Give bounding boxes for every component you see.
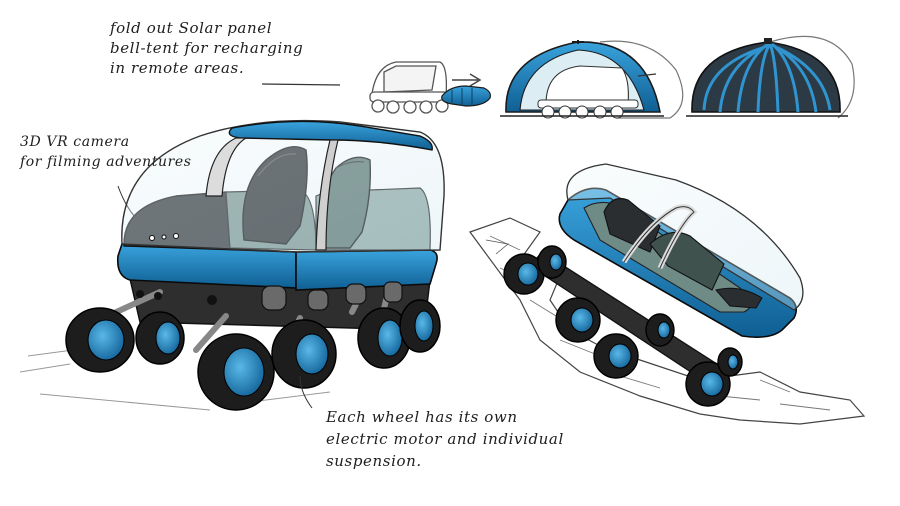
solar-note-line-2: bell-tent for recharging: [110, 39, 304, 57]
wheel-note-line-2: electric motor and individual: [326, 430, 564, 448]
folded-panel-capsule: [441, 85, 491, 107]
solar-note-line-3: in remote areas.: [110, 59, 245, 77]
transform-arrow: [452, 73, 482, 87]
main-rover: [19, 119, 445, 411]
wheel-note-line-1: Each wheel has its own: [326, 408, 518, 426]
solar-note-line-1: fold out Solar panel: [110, 19, 273, 37]
camera-note-line-2: for filming adventures: [20, 154, 192, 170]
main-rover-wheels: [65, 299, 441, 411]
wheel-motor-annotation: Each wheel has its own electric motor an…: [326, 406, 564, 472]
solar-note-leader: [261, 83, 341, 86]
climbing-rover-wheels: [503, 245, 743, 407]
climbing-rover: [469, 163, 866, 425]
tent-closed: [686, 35, 855, 119]
wheel-note-line-3: suspension.: [326, 452, 422, 470]
wheel-note-leader: [299, 375, 313, 409]
camera-note-line-1: 3D VR camera: [20, 134, 130, 150]
tent-half-open: [500, 40, 684, 119]
solar-panel-annotation: fold out Solar panel bell-tent for recha…: [110, 18, 303, 78]
mini-rover-sketch: [369, 61, 449, 114]
vr-camera-annotation: 3D VR camera for filming adventures: [20, 132, 192, 172]
